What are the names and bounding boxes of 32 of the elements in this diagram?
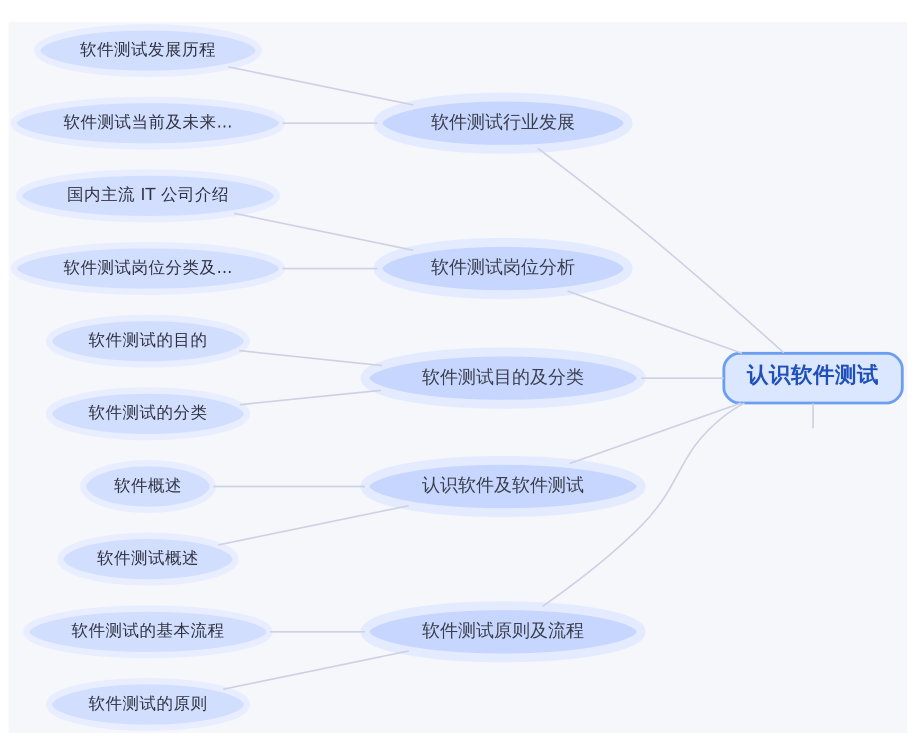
connector <box>282 122 378 124</box>
connector <box>240 390 382 406</box>
node-ellipse: 国内主流 IT 公司介绍 <box>16 169 280 222</box>
connector <box>542 402 745 608</box>
connector <box>218 504 409 546</box>
node-ellipse: 软件测试行业发展 <box>374 92 633 154</box>
connector <box>234 212 414 252</box>
node-box: 认识软件测试 <box>722 352 904 404</box>
node-ellipse: 软件测试概述 <box>57 532 239 586</box>
node-ellipse: 软件测试目的及分类 <box>360 348 646 409</box>
node-ellipse: 软件测试岗位分析 <box>374 238 633 300</box>
node-ellipse: 软件测试原则及流程 <box>360 601 646 662</box>
connector <box>270 630 365 633</box>
connector <box>213 486 365 488</box>
connector <box>641 377 724 379</box>
connector <box>239 350 382 366</box>
connector <box>570 402 742 464</box>
node-ellipse: 软件测试的基本流程 <box>23 605 273 658</box>
connector <box>537 148 784 354</box>
node-ellipse: 软件测试岗位分类及... <box>10 242 286 295</box>
connector <box>228 66 414 106</box>
node-ellipse: 软件测试当前及未来... <box>10 96 286 150</box>
connector <box>812 403 814 428</box>
node-ellipse: 软件测试发展历程 <box>34 24 262 78</box>
node-ellipse: 软件测试的目的 <box>46 314 250 368</box>
connector <box>567 290 742 354</box>
connector <box>282 268 378 270</box>
node-ellipse: 软件测试的分类 <box>46 387 250 440</box>
node-ellipse: 软件测试的原则 <box>46 678 250 731</box>
node-ellipse: 认识软件及软件测试 <box>360 456 646 518</box>
connector <box>223 650 409 690</box>
node-ellipse: 软件概述 <box>80 460 216 513</box>
